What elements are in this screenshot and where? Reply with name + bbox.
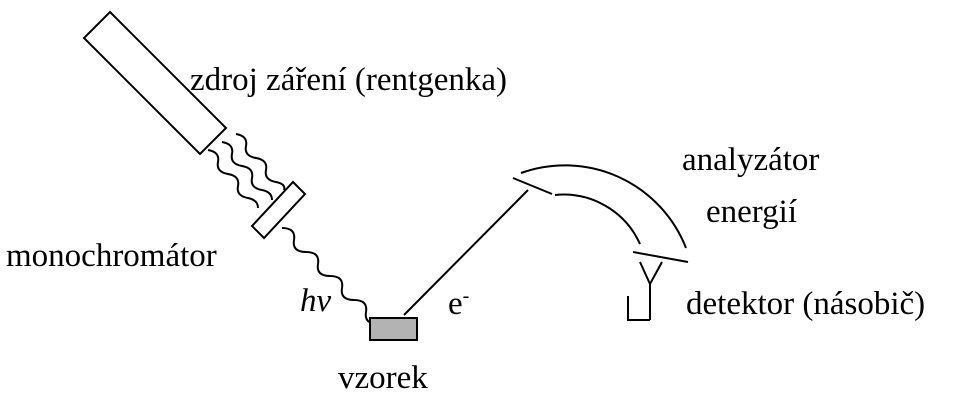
label-analyzer-line1: analyzátor [682, 142, 820, 178]
x-ray-waves [207, 133, 286, 209]
label-electron-charge: - [462, 285, 470, 307]
monochromator-crystal [250, 180, 307, 240]
x-ray-tube [82, 10, 228, 156]
detector [627, 261, 663, 321]
label-x-ray-source: zdroj záření (rentgenka) [190, 62, 507, 98]
label-electron: e- [448, 286, 469, 321]
label-photon-energy: hν [300, 283, 332, 319]
photon-beam [281, 227, 390, 337]
label-sample: vzorek [338, 360, 428, 396]
label-detector: detektor (násobič) [686, 286, 926, 322]
label-monochromator: monochromátor [6, 238, 217, 274]
label-analyzer-line2: energií [706, 194, 798, 230]
energy-analyzer [512, 164, 689, 263]
sample [369, 317, 418, 341]
label-electron-symbol: e [448, 286, 463, 322]
electron-path [403, 189, 529, 316]
